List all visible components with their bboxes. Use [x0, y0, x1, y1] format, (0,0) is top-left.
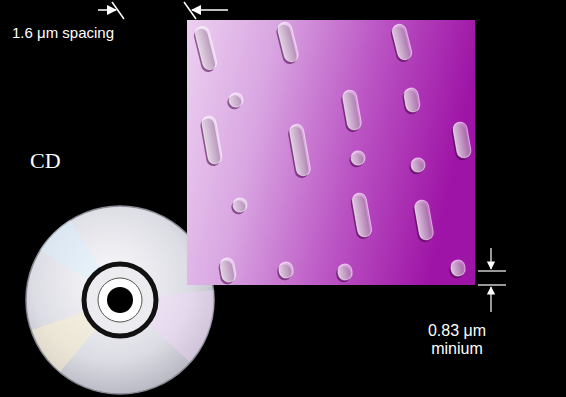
disc-hub [84, 264, 156, 336]
dimension-label: 1.6 μm spacing [12, 24, 114, 41]
micrograph-ground [187, 20, 475, 285]
pit [335, 263, 354, 284]
dimension-arrow [490, 248, 491, 269]
pit [276, 261, 295, 282]
length-dimension [478, 248, 506, 312]
pit [340, 89, 363, 133]
pit [450, 121, 472, 161]
pit [199, 115, 223, 167]
dimension-tick [478, 270, 506, 271]
pit [412, 199, 435, 243]
pit [348, 150, 367, 169]
pit [408, 157, 427, 176]
pit [287, 123, 312, 179]
pit [230, 197, 249, 216]
pit [226, 92, 245, 111]
cd-disc [26, 206, 214, 394]
pit [448, 259, 467, 280]
dimension-label: 0.83 μm minium [418, 322, 496, 358]
disc-hole [107, 287, 133, 313]
pit [401, 87, 421, 115]
pit [274, 21, 300, 66]
disc-hub-ring [98, 278, 142, 322]
disc-surface [26, 206, 214, 394]
spacing-dimension [98, 2, 228, 19]
pit [217, 257, 237, 285]
dimension-arrow [490, 287, 491, 312]
pit-micrograph [187, 20, 475, 285]
pit [349, 192, 373, 240]
pit [192, 25, 219, 74]
dimension-arrow [192, 9, 228, 11]
dimension-arrow [98, 9, 116, 11]
dimension-tick [478, 284, 506, 285]
pit [389, 23, 414, 64]
disc-label: CD [30, 148, 61, 174]
